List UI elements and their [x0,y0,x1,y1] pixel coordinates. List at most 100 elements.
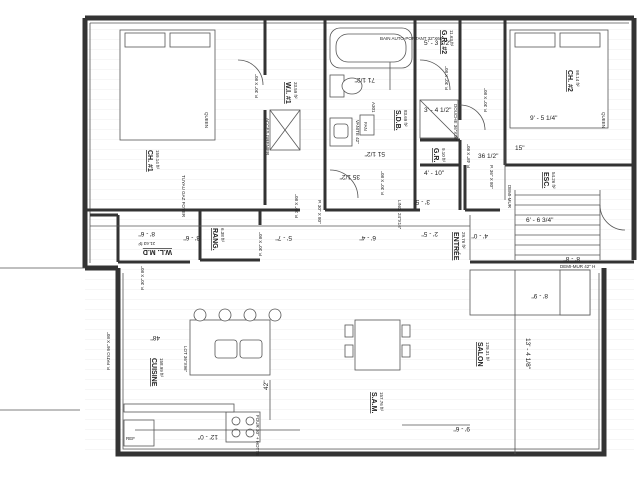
dimension: 36 1/2" [478,153,499,160]
dimension: 3' - 6" [183,234,200,241]
room-area: 11.63 ft² [449,30,454,47]
island-label: LOT 36"X96" [183,346,188,373]
room-area: 9.10 ft² [441,148,446,163]
dimension: 48" [150,334,160,341]
room-area: 29.76 ft² [461,232,466,249]
range: FOUR 30" + HOTTE [225,411,261,456]
dimension: 3' - 4 1/2" [424,107,452,114]
halfwall-label: DEMI-MUR 42" H [560,264,595,269]
vanity: VANITÉ 42" [329,117,361,147]
sofa: DEMI-MUR 42" H [469,264,595,316]
room-name: RANG. [211,228,218,251]
dimension: 13' - 4 1/8" [524,338,531,370]
fan [359,114,375,136]
room-sdb: S.D.B. 83.69 ft² [394,110,408,131]
room-name: CH. #2 [566,70,573,92]
bed-ch2: QUEEN [509,29,609,129]
bathtub-label: BAIN AUTO-PORTANT 32"X60" [380,36,444,41]
dimension: 4' - 0" [471,232,488,239]
attic-access: ACCÈS GRENIER [265,109,301,156]
room-wl: W.L. M.D 21.63 ft² [138,241,172,255]
room-ch1: CH. #1 159.14 ft² [146,150,160,172]
dimension: 9' - 5 1/4" [530,115,558,122]
room-area: 129.31 ft² [485,342,490,362]
door-label: P. 48" X 80" [466,144,471,168]
exterior-walls [82,15,637,457]
room-name: G.R. [432,148,439,162]
dimension: 42" [263,380,270,390]
room-area: 98.14 ft² [575,70,580,87]
patio-label: P. PATIO 96" X 80" [106,332,111,370]
dimension: 8' - 6" [138,230,155,237]
dimension: 12' - 0" [197,433,218,440]
door-label: P. 30" X 80" [380,171,385,195]
dimension: 9' - 6" [453,425,470,432]
door-swings [237,59,626,231]
shower-label: DOUCHE 36"X36" [453,104,458,141]
door-label: P. 30" X 80" [258,232,263,256]
room-gr2: G.R. #2 11.63 ft² [440,30,454,54]
refrigerator [123,419,155,447]
door-label: P. 30" X 80" [294,194,299,218]
dimension: 6' - 6 3/4" [526,217,554,224]
room-name: ESC. [542,172,549,188]
interior-walls [85,18,634,264]
room-entree: ENTRÉE 29.76 ft² [452,232,466,261]
room-name: S.A.M. [370,392,377,413]
dimension: 2' - 5" [421,230,438,237]
linen-label: LING. 24"X16" [397,200,402,230]
room-salon: SALON 129.31 ft² [476,342,490,367]
dimension: 71 1/2" [354,76,375,83]
room-area: 6.38 ft² [220,228,225,243]
door-label: P. 30" X 80" [140,266,145,290]
dimension: 5' - 7" [275,234,292,241]
code-label: A301 [371,102,376,113]
room-name: W.I. #1 [284,82,291,104]
dimensions: 71 1/2" 51 1/2" 35 1/2" 5' - 3 1/2" 3' -… [90,40,580,454]
room-area: 54.26 ft² [551,172,556,189]
kitchen-island: LOT 36"X96" [183,308,282,376]
shower: DOUCHE 36"X36" [419,99,459,141]
dimension: 8' - 8" [563,255,580,262]
door-label: P. 30" X 80" [483,88,488,112]
room-name: G.R. #2 [440,30,447,54]
room-name: CH. #1 [146,150,153,172]
room-area: 159.14 ft² [155,150,160,170]
door-label: P. 30" X 80" [254,74,259,98]
bed-ch1: QUEEN [119,29,216,141]
dimension: 8' - 9" [531,292,548,299]
room-ch2: CH. #2 98.14 ft² [566,70,580,92]
dimension: 6' - 4" [359,234,376,241]
room-area: 83.69 ft² [403,110,408,127]
room-name: CUISINE [150,358,157,387]
room-area: 21.63 ft² [138,241,155,246]
dimension: 35 1/2" [339,173,360,180]
room-sam: S.A.M. 157.76 ft² [370,392,384,413]
room-name: S.D.B. [394,110,401,131]
vanity-label: VANITÉ 42" [355,120,361,144]
dimension: 15" [515,145,525,152]
room-name: ENTRÉE [452,232,461,261]
outside-lines [0,267,85,411]
toilet [329,74,363,98]
room-area: 158.99 ft² [159,358,164,378]
bathtub: BAIN AUTO-PORTANT 32"X60" [329,27,444,69]
bed-label: QUEEN [601,112,606,128]
fan-label: FAN [363,122,368,131]
flue-label: TUYAU GAZ FOYER [181,175,186,218]
room-area: 157.76 ft² [379,392,384,412]
room-name: W.L. M.D [143,248,172,255]
dimension: 5' - 3 1/2" [424,40,452,47]
room-gr: G.R. 9.10 ft² [432,148,446,163]
room-wi1: W.I. #1 33.59 ft² [284,82,298,104]
halfwall-label: DEMI-MUR [507,185,512,209]
room-esc: ESC. 54.26 ft² [542,172,556,189]
attic-label: ACCÈS GRENIER [265,118,271,156]
door-label: P. 30" X 80" [444,66,449,90]
dimension: 51 1/2" [364,150,385,157]
dimension: 4' - 10" [424,170,445,177]
bed-label: QUEEN [204,112,209,128]
room-cuisine: CUISINE 158.99 ft² [150,358,164,387]
range-label: FOUR 30" + HOTTE [255,415,260,456]
